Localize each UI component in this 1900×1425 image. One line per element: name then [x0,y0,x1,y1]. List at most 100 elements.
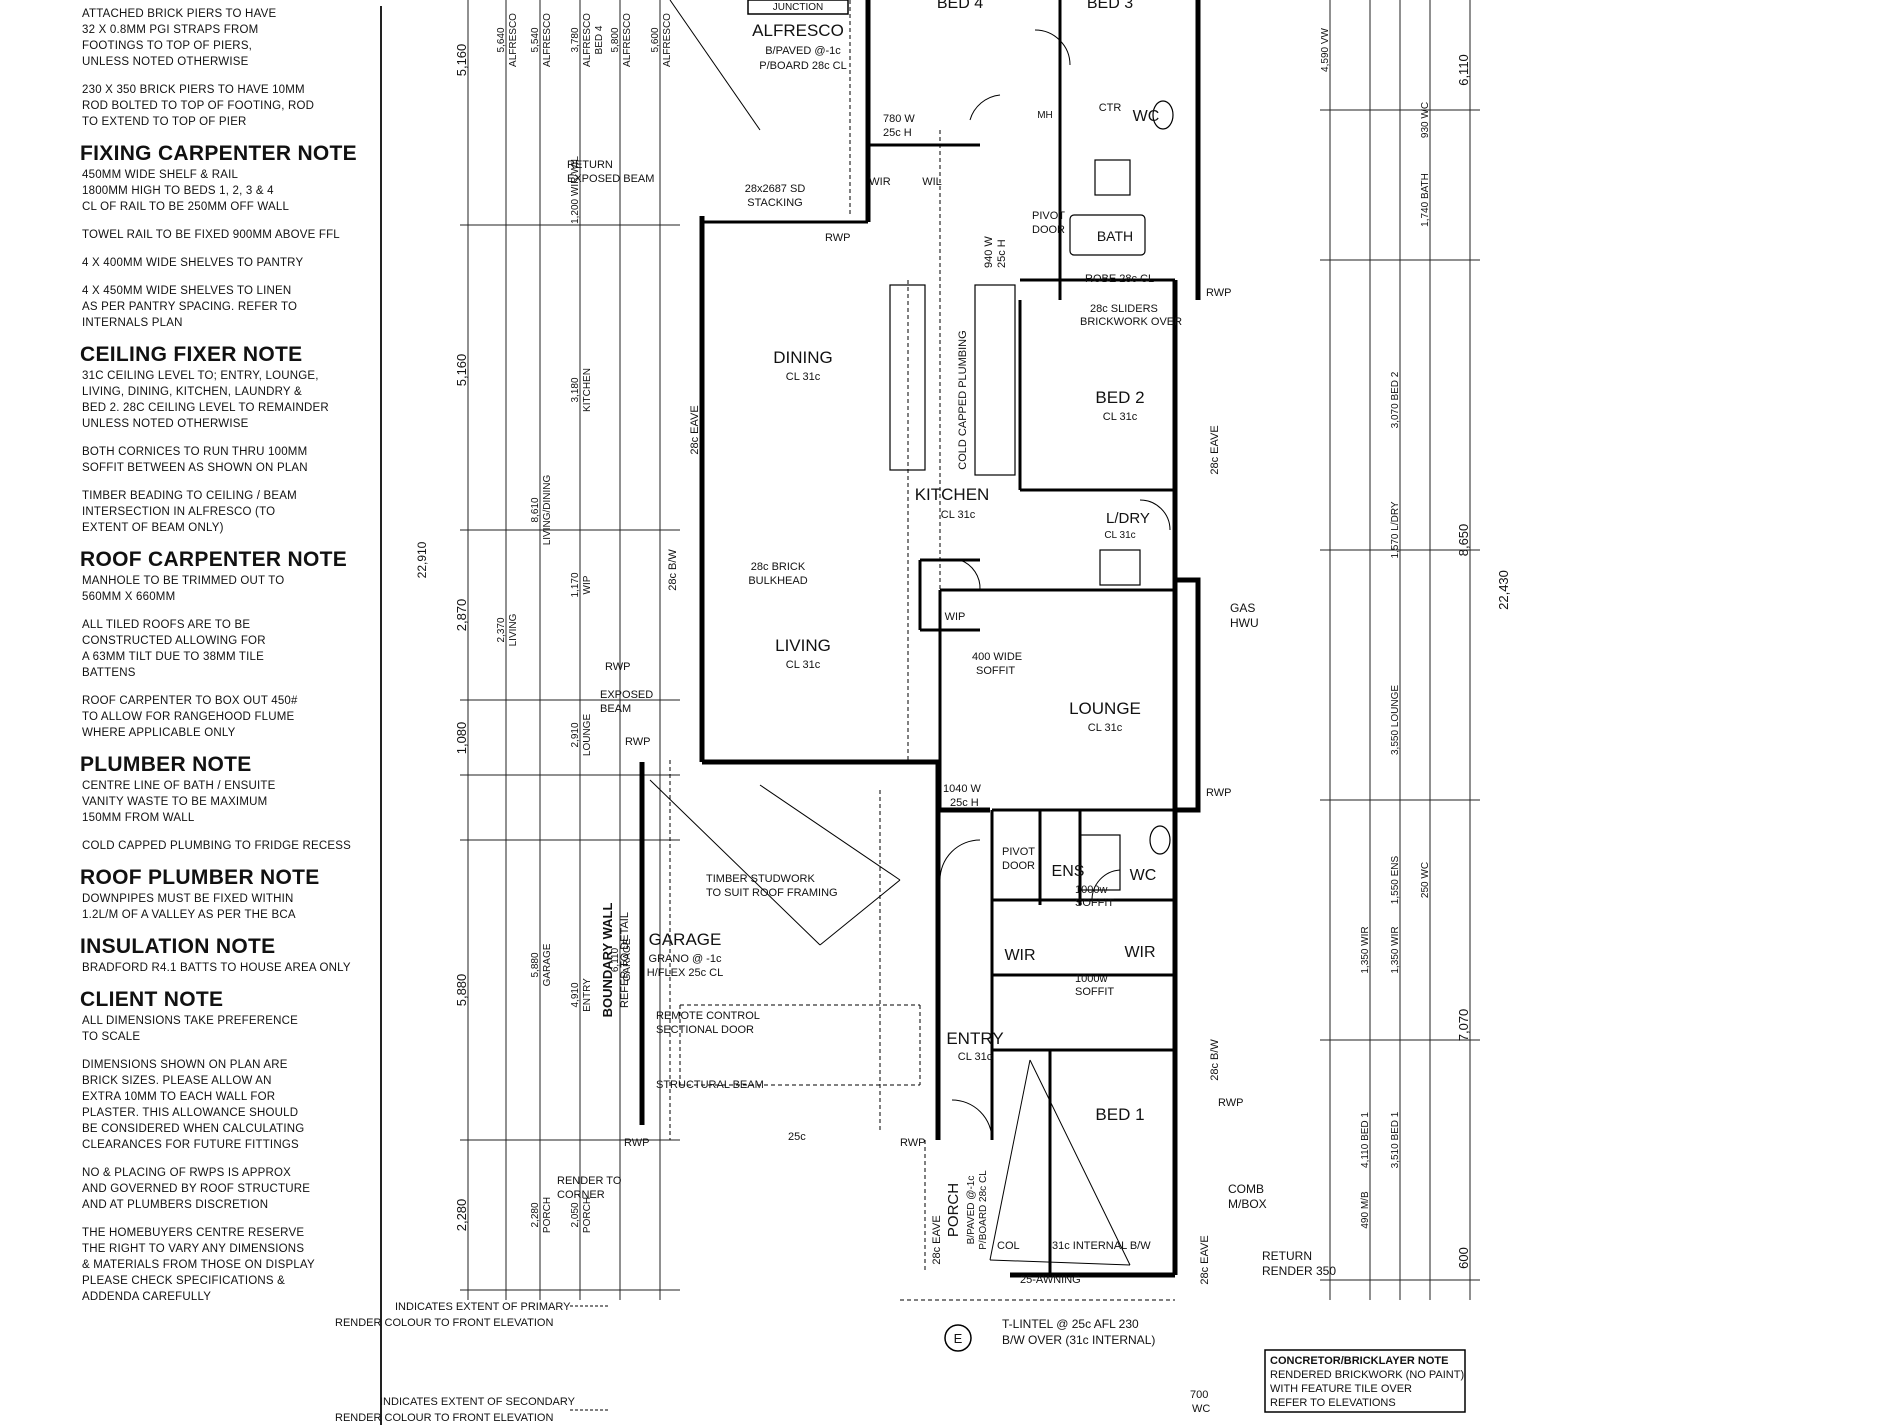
heading-ceiling-fixer: CEILING FIXER NOTE [80,343,303,366]
ann-bulkhead-2: BULKHEAD [748,575,807,587]
label-ctr: CTR [1099,102,1122,114]
dim-r-7070: 7,070 [1456,1009,1471,1042]
dim-5640-label: ALFRESCO [508,13,519,67]
heading-client: CLIENT NOTE [80,988,224,1011]
ann-secondary-2: RENDER COLOUR TO FRONT ELEVATION [335,1412,553,1424]
dim-living-dining: 8,610 [530,497,541,522]
ann-primary-2: RENDER COLOUR TO FRONT ELEVATION [335,1317,553,1329]
dim-5160-top: 5,160 [454,44,469,77]
dim-living-label: LIVING [508,613,519,646]
ann-rwp-2: RWP [605,661,630,673]
label-wir-top: WIR [869,176,890,188]
dim-r-bed1b: 3,510 BED 1 [1390,1111,1401,1168]
ann-1040h: 25c H [950,797,979,809]
dim-5880: 5,880 [454,974,469,1007]
dim-lounge: 2,910 [570,722,581,747]
dashed-lines [669,0,1175,1301]
dim-r-ens: 1,550 ENS [1390,855,1401,904]
ann-mbox: M/BOX [1228,1197,1267,1211]
ann-soffit1000-c: 1000w [1075,973,1107,985]
ann-gas: GAS [1230,601,1255,615]
door-swings [939,29,1171,1141]
concretor-line-2: WITH FEATURE TILE OVER [1270,1383,1412,1395]
ann-rwp-1: RWP [825,232,850,244]
dim-kitchen-label: KITCHEN [582,368,593,412]
concretor-line-3: REFER TO ELEVATIONS [1270,1397,1396,1409]
plan-annotations: 28x2687 SD STACKING RETURN EXPOSED BEAM … [335,113,1336,1424]
dim-3780: 3,780 [570,27,581,52]
ann-structural-beam: STRUCTURAL BEAM [656,1079,764,1091]
label-lounge: LOUNGE [1069,699,1141,718]
note-batts: BRADFORD R4.1 BATTS TO HOUSE AREA ONLY [82,962,351,974]
ann-stacking-2: STACKING [747,197,802,209]
ann-exposed-beam-1: EXPOSED [600,689,653,701]
ann-return-render-1: RETURN [1262,1249,1312,1263]
ann-rwp-3: RWP [625,736,650,748]
label-living: LIVING [775,636,831,655]
ann-780h: 25c H [883,127,912,139]
bath-tub [1069,214,1146,256]
dim-22910: 22,910 [415,541,429,578]
dim-2280: 2,280 [454,1199,469,1232]
bottom-dims: 700 WC [1190,1389,1210,1415]
note-shelf-rail: 450mm WIDE SHELF & RAIL 1800mm HIGH TO B… [82,169,290,213]
ann-render-corner-2: CORNER [557,1189,605,1201]
ann-rwp-4: RWP [624,1137,649,1149]
heading-insulation: INSULATION NOTE [80,935,276,958]
dim-5800-label: ALFRESCO [622,13,633,67]
note-linen-shelves: 4 x 450mm WIDE SHELVES TO LINEN AS PER P… [82,285,298,329]
dim-5600: 5,600 [650,27,661,52]
ann-comb: COMB [1228,1182,1264,1196]
roof-lines [649,0,1131,1266]
note-fridge-plumbing: COLD CAPPED PLUMBING TO FRIDGE RECESS [82,840,351,852]
dim-r-6110: 6,110 [1456,54,1471,86]
left-room-dimensions: 5,640 ALFRESCO 5,540 ALFRESCO 3,780 ALFR… [496,13,673,1233]
ann-internal-bw: 31c INTERNAL B/W [1052,1240,1151,1252]
label-dining-cl: CL 31c [786,371,821,383]
label-garage: GARAGE [649,930,722,949]
label-kitchen: KITCHEN [915,485,990,504]
note-downpipes: DOWNPIPES MUST BE FIXED WITHIN 1.2L/M OF… [82,893,296,921]
left-dimension-lines [460,0,680,1300]
label-alfresco-sub1: B/PAVED @-1c [765,45,841,57]
note-cornices: BOTH CORNICES TO RUN THRU 100mm SOFFIT B… [82,446,308,474]
note-right-to-vary: THE HOMEBUYERS CENTRE RESERVE THE RIGHT … [82,1227,315,1303]
dim-garage-label: GARAGE [542,943,553,986]
note-ceiling-level: 31c CEILING LEVEL TO; ENTRY, LOUNGE, LIV… [82,370,329,430]
dim-5600-label: ALFRESCO [662,13,673,67]
ann-940w: 940 W [983,236,995,268]
junction-box [747,0,849,15]
label-bed2-cl: CL 31c [1103,411,1138,423]
ann-pivot-top-2: DOOR [1032,224,1065,236]
right-dimension-labels: 6,110 8,650 22,430 7,070 600 4,590 VW 93… [1320,27,1511,1268]
ann-soffit1000-d: SOFFIT [1075,986,1114,998]
ann-timber-2: TO SUIT ROOF FRAMING [706,887,838,899]
note-tiled-roofs: ALL TILED ROOFS ARE TO BE CONSTRUCTED AL… [82,619,266,679]
label-ldry: L/DRY [1106,510,1150,527]
ann-soffit1000-a: 1000w [1075,884,1107,896]
kitchen-island [889,284,926,471]
label-wir-left: WIR [1004,947,1035,964]
floor-plan: 5,160 5,160 2,870 1,080 5,880 2,280 22,9… [335,0,1511,1424]
ann-940h: 25c H [996,239,1008,268]
concretor-note-box [1264,1349,1466,1413]
label-ens: ENS [1052,863,1085,880]
ann-hwu: HWU [1230,616,1259,630]
concretor-line-1: RENDERED BRICKWORK (NO PAINT) [1270,1369,1464,1381]
note-rwps: No & PLACING OF RWPs IS APPROX AND GOVER… [82,1167,311,1211]
dim-entry-label: ENTRY [582,978,593,1012]
label-kitchen-cl: CL 31c [941,509,976,521]
dim-5160-mid: 5,160 [454,354,469,387]
ann-cold-capped: COLD CAPPED PLUMBING [957,330,969,469]
fixtures [889,100,1174,891]
dim-r-600: 600 [1456,1247,1471,1269]
dim-r-ldry: 1,570 L/DRY [1390,501,1401,558]
right-dimension-lines [1320,0,1480,1300]
dim-bed4-label: BED 4 [594,25,605,54]
ann-1040w: 1040 W [943,783,982,795]
dim-kitchen: 3,180 [570,377,581,402]
dim-5540: 5,540 [530,27,541,52]
label-mh: MH [1037,110,1053,121]
toilet-top [1152,100,1174,130]
heading-roof-carpenter: ROOF CARPENTER NOTE [80,548,348,571]
